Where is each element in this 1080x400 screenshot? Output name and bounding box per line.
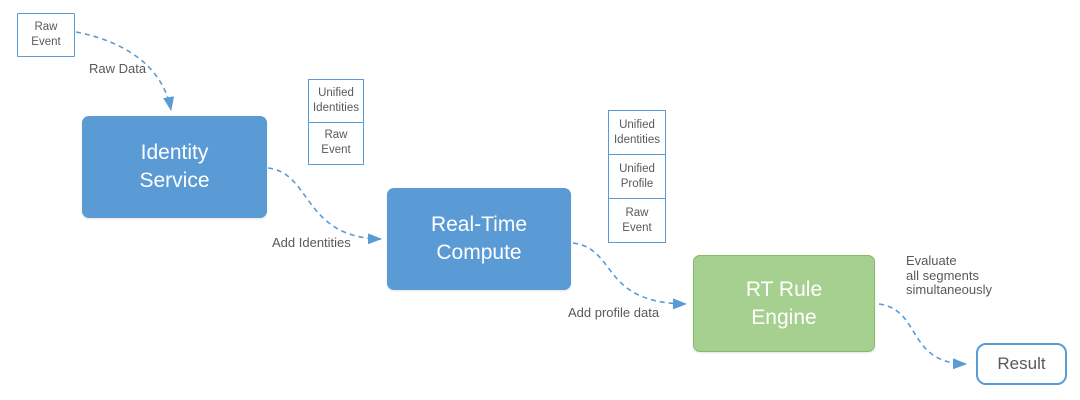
node-result-label: Result — [997, 354, 1046, 373]
arrow-realtime-compute-to-rt-rule-engine — [572, 242, 687, 310]
edge-label-raw-data: Raw Data — [89, 61, 147, 76]
stack-cell-unified-identities: Unified Identities — [613, 118, 661, 146]
stack-unified-identities-profile-raw-event: Unified Identities Unified Profile Raw E… — [608, 110, 666, 243]
stack-unified-identities-raw-event: Unified Identities Raw Event — [308, 79, 364, 165]
stack-cell-raw-event: Raw Event — [609, 198, 665, 242]
node-raw-event-label: Raw Event — [31, 21, 61, 48]
node-identity-service-label: Identity Service — [139, 141, 210, 192]
stack-cell-unified-profile: Unified Profile — [609, 154, 665, 198]
edge-label-evaluate-all-segments: Evaluate all segments simultaneously — [906, 253, 992, 298]
node-rt-rule-engine: RT Rule Engine — [693, 255, 875, 352]
arrow-rt-rule-engine-to-result — [878, 303, 967, 370]
arrow-raw-event-to-identity-service — [75, 31, 174, 111]
node-realtime-compute: Real-Time Compute — [387, 188, 571, 290]
stack-cell-unified-identities: Unified Identities — [312, 86, 360, 114]
edge-label-add-identities: Add Identities — [272, 235, 351, 250]
node-identity-service: Identity Service — [82, 116, 267, 218]
arrow-identity-service-to-realtime-compute — [267, 167, 382, 245]
node-realtime-compute-label: Real-Time Compute — [430, 213, 528, 264]
node-raw-event: Raw Event — [17, 13, 75, 57]
stack-cell-raw-event: Raw Event — [309, 121, 363, 165]
node-result: Result — [976, 343, 1067, 385]
edge-label-add-profile-data: Add profile data — [568, 305, 660, 320]
node-rt-rule-engine-label: RT Rule Engine — [745, 277, 823, 329]
